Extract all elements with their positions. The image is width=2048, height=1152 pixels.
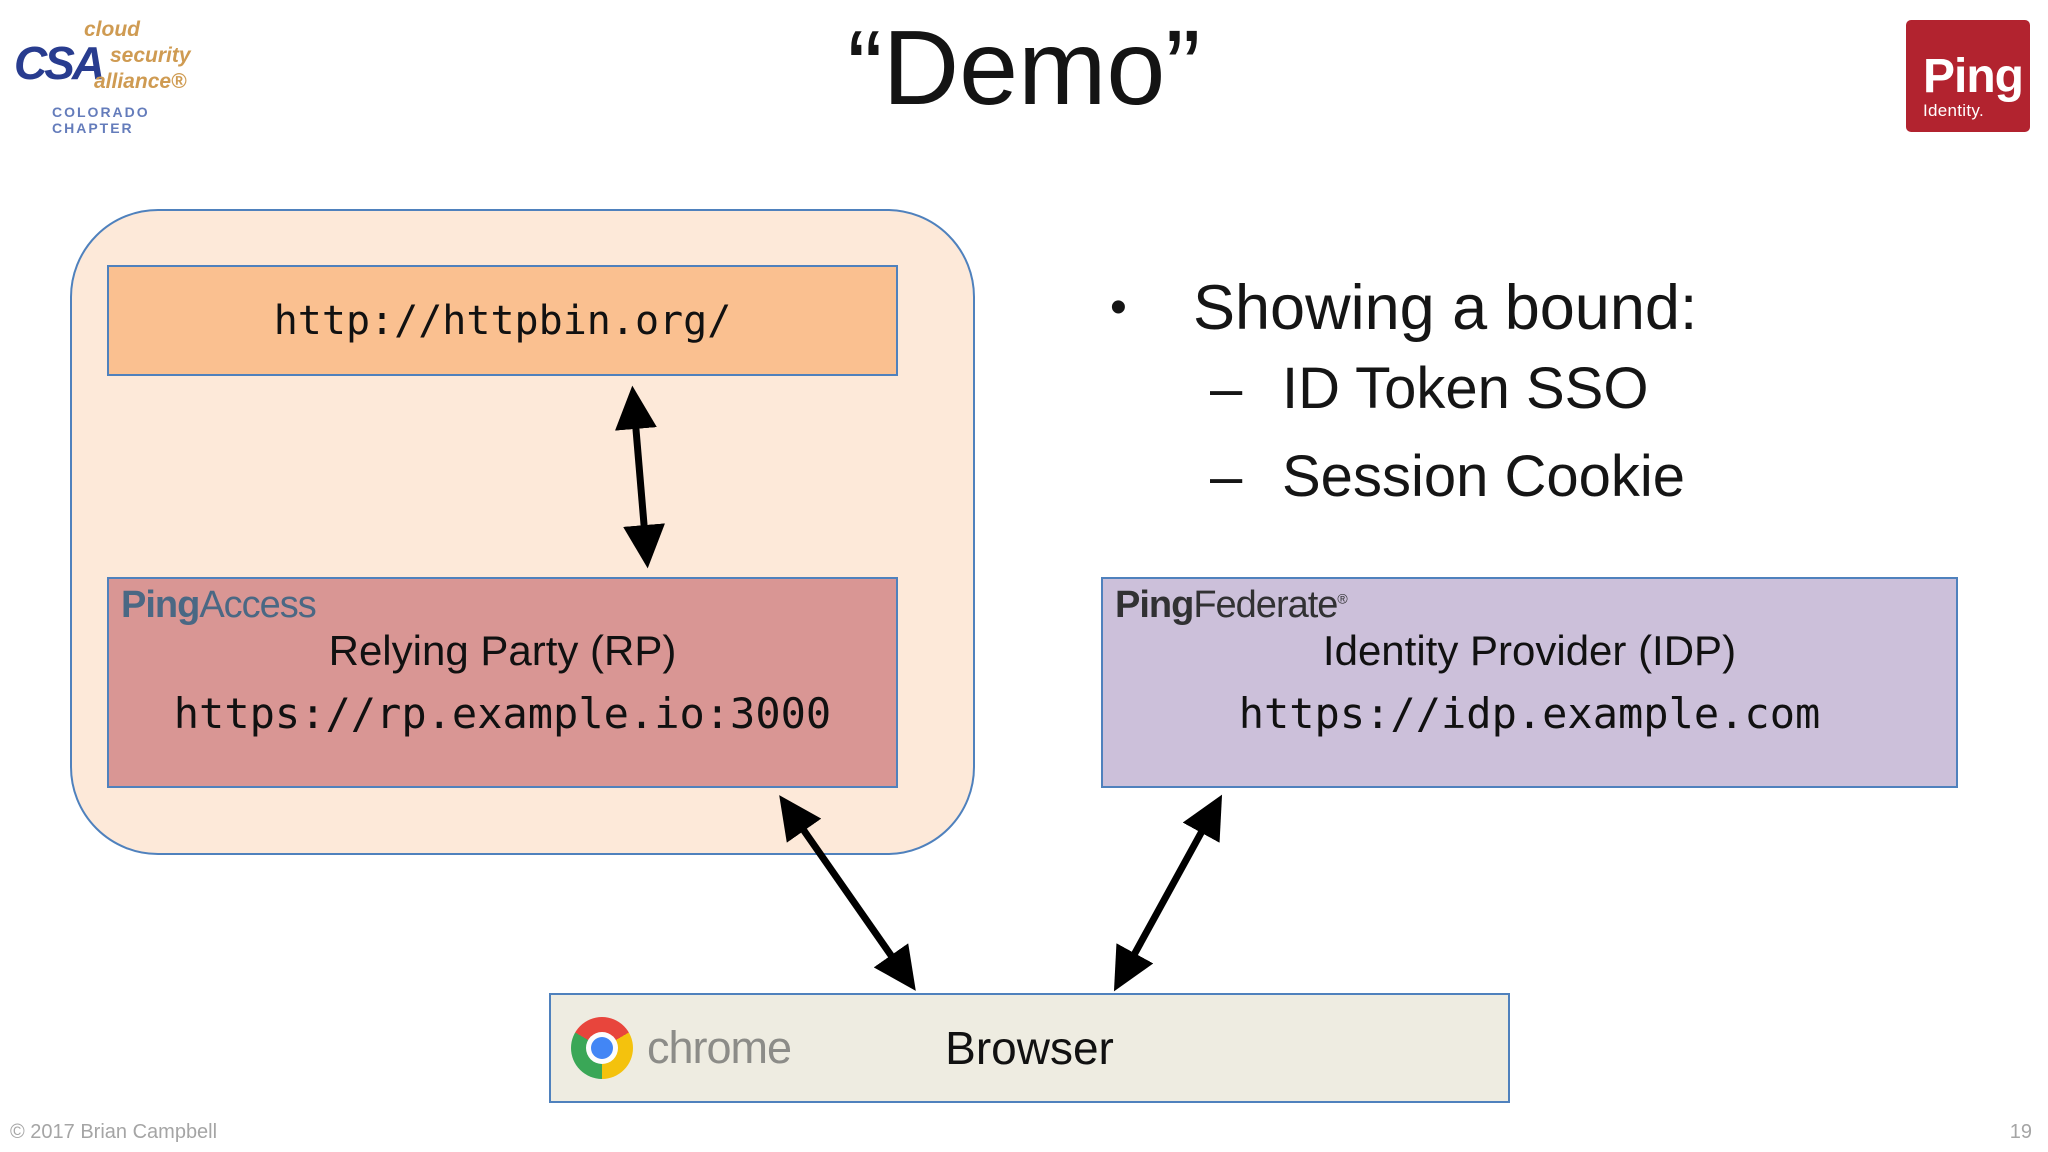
csa-word-cloud: cloud	[84, 18, 140, 41]
ping-identity-logo-sub: Identity.	[1923, 101, 1984, 120]
httpbin-box: http://httpbin.org/	[107, 265, 898, 376]
bullet-marker: •	[1110, 281, 1127, 334]
identity-provider-box: PingFederate® Identity Provider (IDP) ht…	[1101, 577, 1958, 788]
httpbin-url: http://httpbin.org/	[273, 297, 732, 344]
ping-identity-logo-name: Ping	[1923, 49, 2024, 103]
ping-access-logo-light: Access	[199, 584, 316, 626]
double-arrow-idp-browser	[1113, 794, 1223, 992]
ping-access-logo-bold: Ping	[121, 584, 200, 626]
ping-federate-logo-light: Federate	[1193, 584, 1338, 626]
footer-copyright: © 2017 Brian Campbell	[10, 1121, 218, 1143]
sub-bullet-row: – Session Cookie	[1110, 444, 1970, 510]
csa-logo: CSA cloud security alliance® COLORADO CH…	[0, 0, 230, 136]
footer-page-number: 19	[2009, 1121, 2032, 1143]
sub-bullet-row: – ID Token SSO	[1110, 356, 1970, 422]
bullet-heading: Showing a bound:	[1193, 273, 1698, 343]
ping-federate-logo-mark: ®	[1337, 590, 1347, 607]
sub-bullet-dash: –	[1210, 444, 1243, 510]
chrome-icon	[571, 1017, 633, 1079]
csa-acronym: CSA	[14, 37, 105, 89]
csa-chapter-label: COLORADO CHAPTER	[52, 104, 150, 136]
csa-word-alliance: alliance®	[94, 70, 187, 93]
bullet-list: • Showing a bound: – ID Token SSO – Sess…	[1110, 273, 1970, 535]
rp-url: https://rp.example.io:3000	[173, 689, 832, 738]
idp-url: https://idp.example.com	[1238, 689, 1821, 738]
ping-federate-logo-bold: Ping	[1115, 584, 1194, 626]
chrome-label: chrome	[647, 1022, 792, 1073]
ping-access-logo: PingAccess	[121, 584, 317, 627]
idp-title: Identity Provider (IDP)	[1322, 627, 1737, 674]
browser-box: chrome Browser	[549, 993, 1510, 1103]
page-title: “Demo”	[847, 9, 1201, 127]
sub-bullet-session-cookie: Session Cookie	[1282, 444, 1685, 510]
relying-party-box: PingAccess Relying Party (RP) https://rp…	[107, 577, 898, 788]
browser-label: Browser	[945, 1022, 1114, 1074]
rp-title: Relying Party (RP)	[328, 627, 677, 674]
bullet-heading-row: • Showing a bound:	[1110, 273, 1970, 343]
ping-identity-logo: Ping Identity.	[1906, 20, 2030, 132]
chrome-logo: chrome	[571, 1017, 792, 1079]
sub-bullet-id-token-sso: ID Token SSO	[1282, 356, 1649, 422]
sub-bullet-dash: –	[1210, 356, 1243, 422]
ping-federate-logo: PingFederate®	[1115, 584, 1348, 627]
csa-word-security: security	[110, 44, 191, 67]
